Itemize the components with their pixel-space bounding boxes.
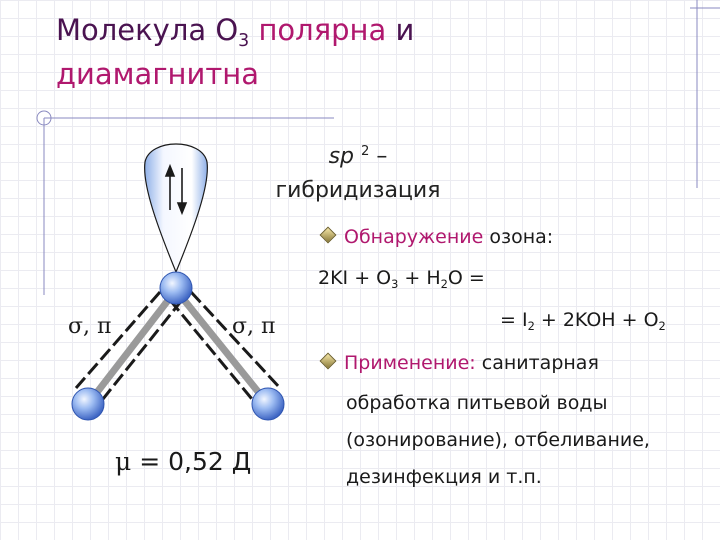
detection-equation-2: = I2 + 2KOH + O2: [500, 309, 666, 333]
atom-oxygen-left: [71, 387, 105, 421]
detection-equation-1: 2KI + O3 + H2O =: [318, 267, 485, 291]
bond-right: [168, 287, 282, 407]
title-line-2: диамагнитна: [56, 57, 259, 91]
hybridization-sp: sp 2 –: [328, 144, 388, 169]
diamond-bullet-icon: [319, 226, 337, 244]
title-accent: полярна: [258, 13, 387, 47]
slide-title: Молекула О3 полярна и диамагнитна: [56, 8, 414, 96]
detection-heading: Обнаружение озона:: [319, 224, 553, 250]
lone-pair-orbital: [144, 143, 208, 274]
hybridization-word: гибридизация: [275, 178, 441, 203]
application-line-3: (озонирование), отбеливание,: [346, 429, 650, 451]
application-line-2: обработка питьевой воды: [346, 392, 608, 414]
bond-left: [74, 287, 184, 407]
application-heading: Применение: санитарная: [319, 350, 599, 376]
diamond-bullet-icon: [319, 352, 337, 370]
atom-oxygen-right: [251, 387, 285, 421]
bond-label-right: σ, π: [232, 314, 276, 339]
dipole-moment: μ = 0,52 Д: [115, 447, 252, 476]
hybridization-label: sp 2 – гибридизация: [258, 140, 458, 208]
bond-label-left: σ, π: [68, 314, 112, 339]
application-line-4: дезинфекция и т.п.: [346, 466, 542, 488]
electron-pair-arrows: [164, 163, 188, 216]
atom-oxygen-central: [159, 271, 193, 305]
title-line-1: Молекула О3 полярна и: [56, 13, 415, 52]
